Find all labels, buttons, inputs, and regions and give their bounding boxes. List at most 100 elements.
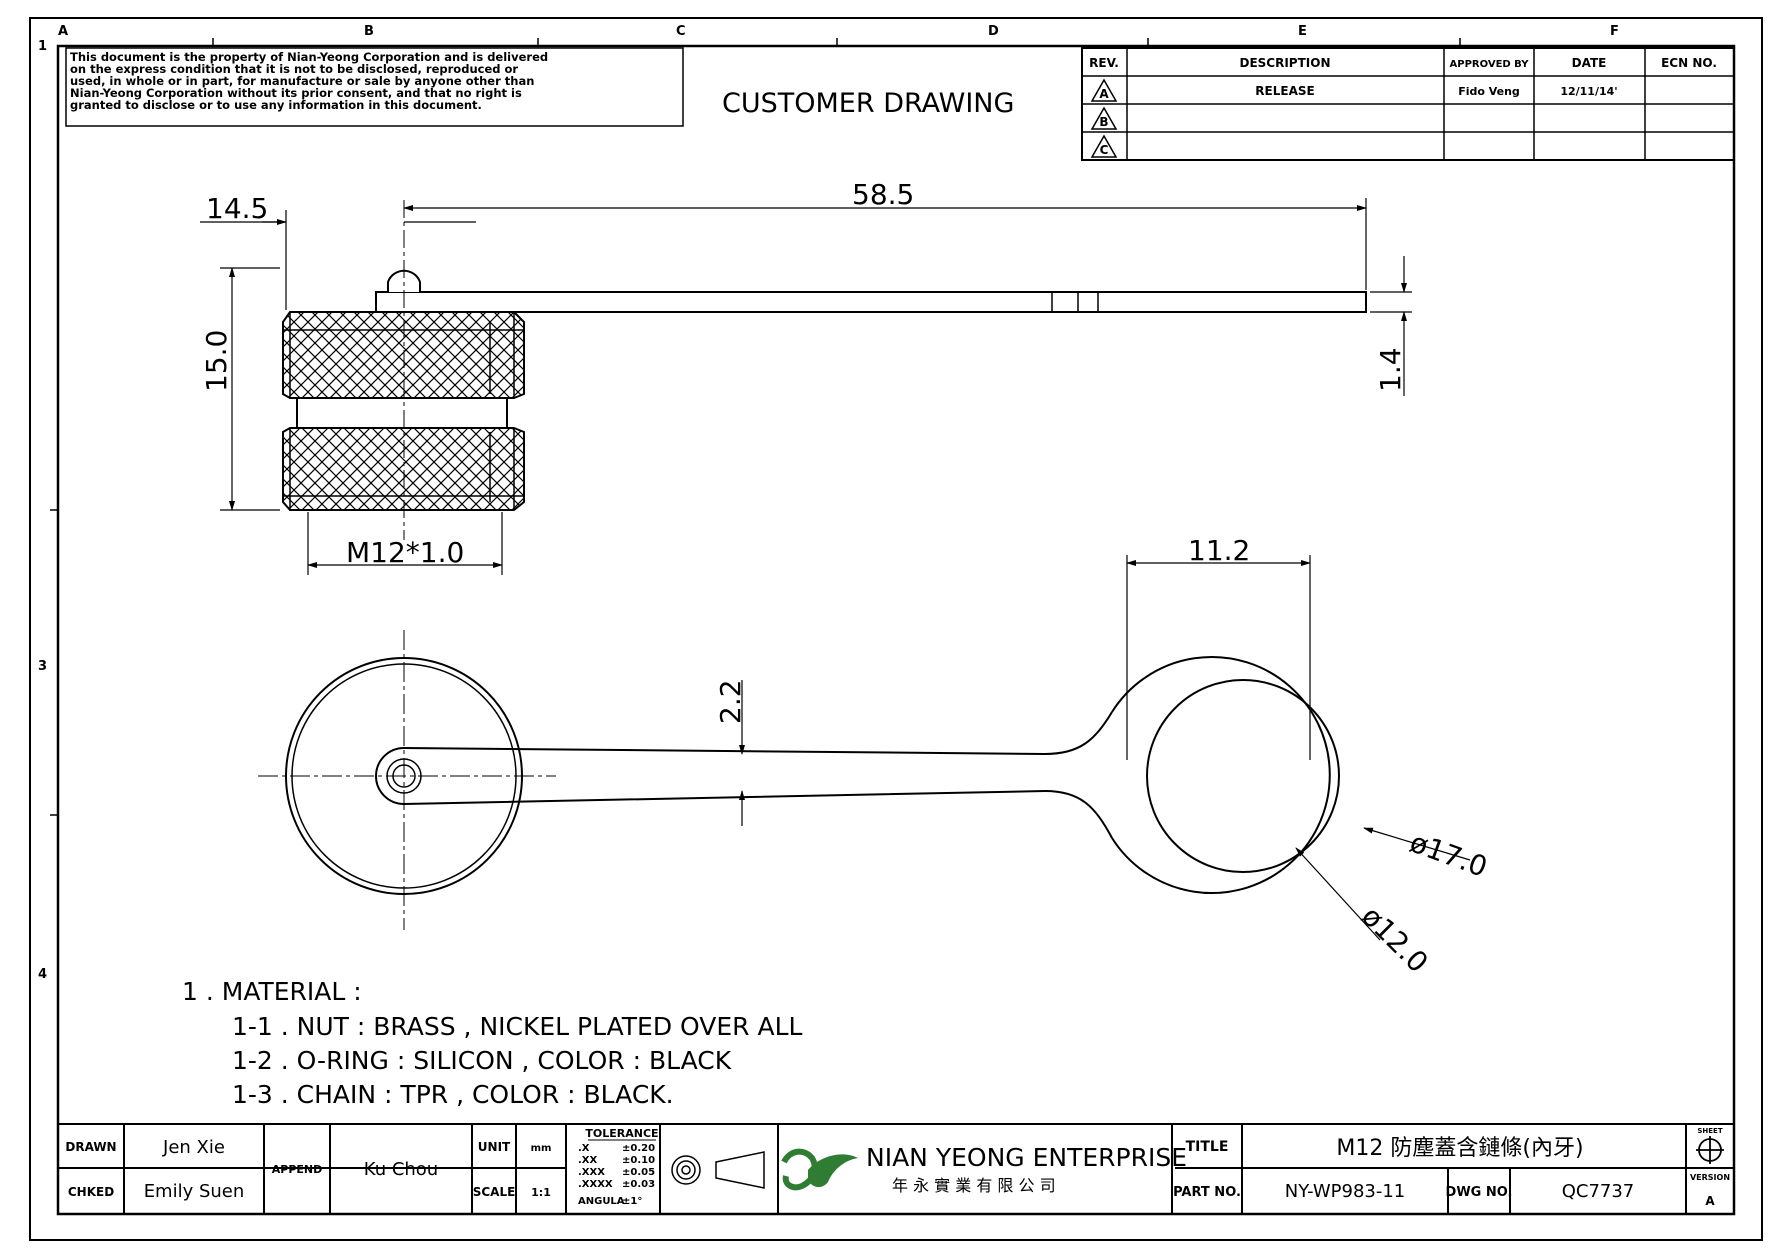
tol-key-3: .XXX bbox=[578, 1167, 605, 1178]
logo-leaf-icon bbox=[808, 1154, 858, 1188]
rev-a-approved: Fido Veng bbox=[1458, 85, 1520, 98]
title-block: DRAWN CHKED APPEND UNIT SCALE mm 1:1 TIT… bbox=[58, 1123, 1734, 1214]
side-dimensions bbox=[200, 198, 1412, 575]
top-dimension-labels: 11.2 2.2 ø17.0 ø12.0 bbox=[714, 534, 1492, 979]
checked-value: Emily Suen bbox=[144, 1181, 245, 1202]
drawn-value: Jen Xie bbox=[162, 1137, 225, 1158]
tol-val-1: ±0.20 bbox=[622, 1143, 655, 1154]
notice-text: This document is the property of Nian-Ye… bbox=[70, 50, 548, 112]
dim-dia-12: ø12.0 bbox=[1355, 900, 1435, 980]
drawn-label: DRAWN bbox=[65, 1140, 116, 1154]
checked-label: CHKED bbox=[68, 1185, 114, 1199]
dim-15-0: 15.0 bbox=[200, 330, 233, 392]
version-label: VERSION bbox=[1690, 1173, 1730, 1182]
tol-key-2: .XX bbox=[578, 1155, 598, 1166]
strap-top-upper bbox=[403, 711, 1113, 756]
unit-label: UNIT bbox=[478, 1140, 511, 1154]
col-label-d: D bbox=[988, 24, 999, 39]
col-label-f: F bbox=[1610, 24, 1619, 39]
tol-val-4: ±0.03 bbox=[622, 1179, 655, 1190]
notice-line-2: on the express condition that it is not … bbox=[70, 62, 518, 76]
col-label-c: C bbox=[676, 24, 686, 39]
rev-header-description: DESCRIPTION bbox=[1239, 56, 1330, 70]
title-label: TITLE bbox=[1186, 1139, 1229, 1155]
append-label: APPEND bbox=[272, 1163, 323, 1176]
ring-outer bbox=[1111, 656, 1331, 894]
title-value: M12 防塵蓋含鏈條(內牙) bbox=[1336, 1136, 1583, 1161]
rev-a-date: 12/11/14' bbox=[1560, 85, 1617, 98]
nut-groove bbox=[296, 397, 508, 429]
material-notes: 1 . MATERIAL : 1-1 . NUT : BRASS , NICKE… bbox=[182, 977, 803, 1109]
tol-val-3: ±0.05 bbox=[622, 1167, 655, 1178]
rev-b-letter: B bbox=[1099, 115, 1108, 129]
top-dimensions bbox=[739, 555, 1471, 941]
column-labels: A B C D E F bbox=[58, 24, 1619, 39]
dim-1-4: 1.4 bbox=[1374, 347, 1407, 392]
col-label-e: E bbox=[1298, 24, 1307, 39]
dim-58-5: 58.5 bbox=[852, 178, 914, 211]
rev-a-description: RELEASE bbox=[1255, 84, 1314, 98]
company-name: NIAN YEONG ENTERPRISE bbox=[866, 1143, 1187, 1172]
rev-header-approved: APPROVED BY bbox=[1450, 59, 1530, 70]
strap-side bbox=[392, 291, 1367, 313]
sheet-symbol-icon bbox=[1696, 1136, 1724, 1164]
note-line-1: 1 . MATERIAL : bbox=[182, 977, 362, 1006]
side-view bbox=[282, 200, 1367, 540]
side-dimension-labels: 14.5 58.5 15.0 1.4 M12*1.0 bbox=[200, 178, 1407, 569]
rev-a-letter: A bbox=[1099, 87, 1109, 101]
inner-border bbox=[56, 44, 1736, 1216]
note-line-4: 1-3 . CHAIN : TPR , COLOR : BLACK. bbox=[232, 1080, 674, 1109]
version-value: A bbox=[1705, 1194, 1715, 1208]
rev-c-letter: C bbox=[1100, 143, 1109, 157]
rev-triangle-b bbox=[1090, 106, 1118, 130]
tol-key-1: .X bbox=[578, 1143, 590, 1154]
rev-header-date: DATE bbox=[1572, 56, 1607, 70]
tol-val-2: ±0.10 bbox=[622, 1155, 655, 1166]
notice-box bbox=[65, 47, 684, 127]
dim-dia-17: ø17.0 bbox=[1406, 826, 1492, 884]
notice-line-1: This document is the property of Nian-Ye… bbox=[70, 50, 548, 64]
projection-symbol bbox=[671, 1151, 765, 1189]
col-label-a: A bbox=[58, 24, 68, 39]
tolerance-table: TOLERANCE .X ±0.20 .XX ±0.10 .XXX ±0.05 … bbox=[578, 1127, 659, 1207]
dwgno-label: DWG NO. bbox=[1446, 1185, 1513, 1200]
notice-line-4: Nian-Yeong Corporation without its prior… bbox=[70, 86, 522, 100]
row-label-3: 3 bbox=[38, 659, 47, 674]
partno-label: PART NO. bbox=[1173, 1185, 1241, 1200]
tol-key-4: .XXXX bbox=[578, 1179, 613, 1190]
rev-triangle-c bbox=[1090, 134, 1118, 158]
sheet-label: SHEET bbox=[1697, 1127, 1722, 1135]
row-label-4: 4 bbox=[38, 967, 47, 982]
dim-11-2: 11.2 bbox=[1188, 534, 1250, 567]
note-line-3: 1-2 . O-RING : SILICON , COLOR : BLACK bbox=[232, 1046, 732, 1075]
rev-triangle-a bbox=[1090, 78, 1118, 102]
top-view bbox=[258, 630, 1340, 930]
tol-key-5: ANGULA bbox=[578, 1196, 625, 1207]
note-line-2: 1-1 . NUT : BRASS , NICKEL PLATED OVER A… bbox=[232, 1012, 803, 1041]
dim-2-2: 2.2 bbox=[714, 679, 747, 724]
border-ticks bbox=[50, 38, 1461, 816]
partno-value: NY-WP983-11 bbox=[1285, 1181, 1406, 1202]
notice-line-5: granted to disclose or to use any inform… bbox=[70, 98, 482, 112]
unit-value: mm bbox=[531, 1143, 552, 1154]
strap-top-lower bbox=[403, 789, 1113, 839]
company-logo bbox=[781, 1148, 858, 1191]
scale-value: 1:1 bbox=[531, 1186, 551, 1199]
rev-header-ecn: ECN NO. bbox=[1661, 56, 1717, 70]
dwgno-value: QC7737 bbox=[1562, 1181, 1635, 1202]
tol-val-5: ±1° bbox=[622, 1196, 642, 1207]
tolerance-title: TOLERANCE bbox=[585, 1127, 658, 1140]
rev-header-rev: REV. bbox=[1089, 56, 1119, 70]
header-title: CUSTOMER DRAWING bbox=[722, 88, 1014, 119]
row-labels: 1 3 4 bbox=[38, 39, 47, 982]
company-chinese: 年 永 實 業 有 限 公 司 bbox=[892, 1176, 1056, 1195]
scale-label: SCALE bbox=[473, 1185, 516, 1199]
revision-table: REV. DESCRIPTION APPROVED BY DATE ECN NO… bbox=[1081, 47, 1735, 161]
notice-line-3: used, in whole or in part, for manufactu… bbox=[70, 74, 534, 88]
dim-14-5: 14.5 bbox=[206, 192, 268, 225]
dim-m12: M12*1.0 bbox=[346, 536, 464, 569]
outer-border bbox=[29, 17, 1763, 1241]
append-value: Ku Chou bbox=[364, 1159, 438, 1180]
row-label-1: 1 bbox=[38, 39, 47, 54]
